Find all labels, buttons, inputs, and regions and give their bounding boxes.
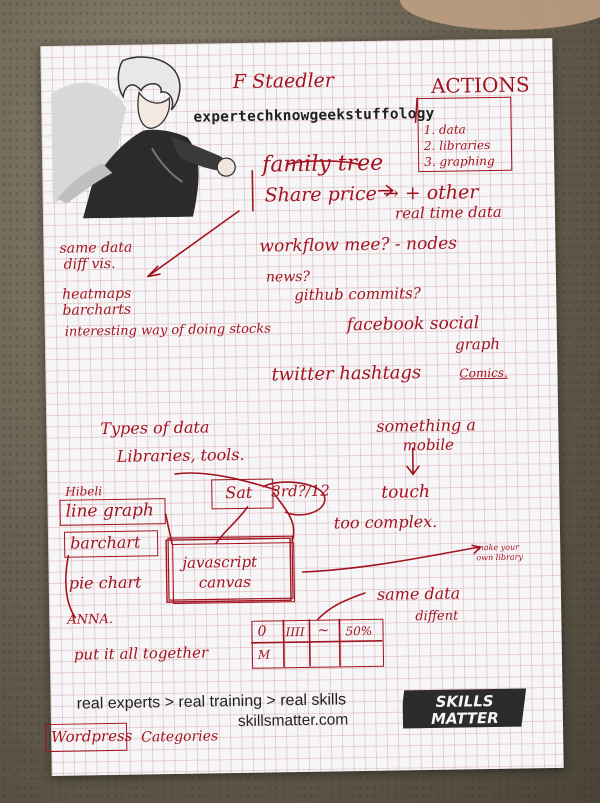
sketch-cell-5: M — [257, 647, 271, 662]
note-put-together: put it all together — [73, 643, 209, 664]
note-wordpress: Wordpress — [51, 726, 133, 746]
note-graph: graph — [454, 334, 501, 354]
note-hibeli: Hibeli — [65, 484, 103, 499]
note-diff-vis: diff vis. — [63, 255, 116, 273]
note-realtime: real time data — [394, 202, 502, 223]
note-categories: Categories — [141, 728, 219, 746]
brand-slogan: expertechknowgeekstuffology — [193, 105, 435, 126]
action-item-3: 3. graphing — [424, 153, 495, 170]
note-github: github commits? — [294, 284, 421, 305]
note-date: 3rd?/12 — [271, 481, 330, 501]
note-workflow: workflow mee? - nodes — [259, 233, 458, 257]
logo-text-bottom: MATTER — [431, 709, 499, 728]
note-canvas: canvas — [198, 572, 252, 592]
skills-matter-logo: SKILLS MATTER — [402, 688, 527, 729]
action-item-2: 2. libraries — [423, 138, 491, 154]
footer-tagline: real experts > real training > real skil… — [76, 691, 347, 713]
note-twitter: twitter hashtags — [271, 362, 422, 386]
note-diffent: diffent — [415, 608, 459, 625]
note-barchart: barchart — [69, 532, 141, 553]
note-sat: Sat — [225, 482, 253, 503]
sketch-cell-4: 50% — [345, 623, 373, 639]
note-mobile: mobile — [402, 435, 455, 455]
note-share-price: Share price → + other — [264, 181, 479, 207]
note-libraries: Libraries, tools. — [116, 444, 245, 466]
note-heatmaps: heatmaps — [62, 285, 132, 303]
note-types: Types of data — [100, 417, 210, 439]
hero-illustration — [51, 56, 236, 219]
note-same-data: same data — [59, 239, 133, 257]
note-comics: Comics. — [459, 365, 508, 381]
note-facebook: facebook social — [346, 313, 480, 336]
note-side: make your own library — [476, 542, 523, 562]
sketch-cell-1: 0 — [257, 623, 267, 640]
action-item-1: 1. data — [423, 122, 466, 138]
note-barcharts: barcharts — [62, 301, 132, 319]
note-actions-title: ACTIONS — [430, 72, 530, 98]
sketch-cell-2: IIII — [285, 624, 305, 640]
note-name: F Staedler — [232, 69, 335, 94]
note-too-complex: too complex. — [333, 511, 438, 533]
footer-site: skillsmatter.com — [237, 711, 349, 731]
note-same-data-2: same data — [376, 583, 461, 604]
note-family-tree: family tree — [261, 150, 384, 178]
note-news: news? — [265, 268, 311, 286]
note-interesting: interesting way of doing stocks — [64, 321, 271, 340]
note-piechart: pie chart — [68, 572, 142, 593]
grid-paper-sheet: expertechknowgeekstuffology F Staedler A… — [40, 38, 564, 776]
logo-text-top: SKILLS — [436, 692, 494, 711]
note-linegraph: line graph — [65, 500, 155, 522]
note-javascript: javascript — [182, 552, 258, 572]
note-something: something a — [376, 415, 476, 436]
sketch-cell-3: ~ — [317, 622, 330, 639]
note-anna: ANNA. — [67, 611, 114, 628]
note-touch: touch — [381, 482, 431, 503]
